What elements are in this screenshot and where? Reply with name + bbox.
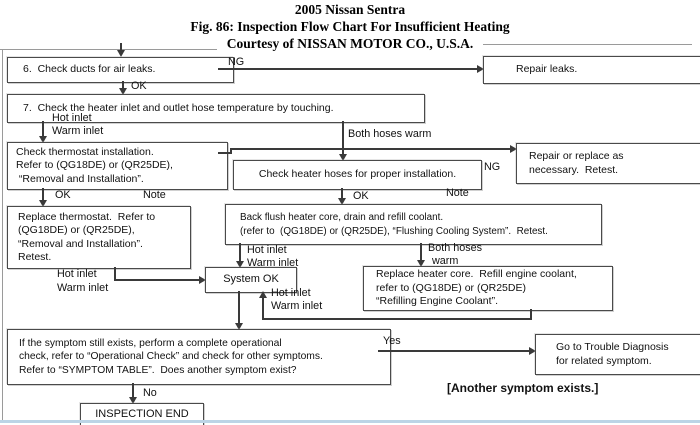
node-symptom-check: If the symptom still exists, perform a c… xyxy=(7,329,391,385)
scan-edge-line xyxy=(483,44,692,45)
arrow-down-icon xyxy=(39,136,47,143)
connector-replace-thermostat-drop xyxy=(114,267,116,280)
connector-system-ok-down xyxy=(238,291,240,325)
label-warm: warm xyxy=(432,255,459,267)
connector-ng-to-repair-replace xyxy=(230,148,512,150)
node-inspection-end: INSPECTION END xyxy=(80,403,204,425)
arrow-down-icon xyxy=(235,323,243,330)
connector-yes-to-goto xyxy=(378,350,531,352)
node-repair-replace: Repair or replace as necessary. Retest. xyxy=(516,143,700,184)
label-another-symptom: [Another symptom exists.] xyxy=(447,381,599,395)
node-system-ok: System OK xyxy=(205,267,297,293)
connector-ok-to-box7 xyxy=(122,81,124,90)
arrow-down-icon xyxy=(129,397,137,404)
arrow-right-icon xyxy=(199,276,206,284)
label-warm-inlet: Warm inlet xyxy=(247,257,299,269)
node-check-heater-hoses: Check heater hoses for proper installati… xyxy=(233,160,482,190)
arrow-down-icon xyxy=(339,154,347,161)
arrow-down-icon xyxy=(119,88,127,95)
label-warm-inlet: Warm inlet xyxy=(52,125,104,137)
connector-ok-to-replace-thermostat xyxy=(42,188,44,202)
arrow-right-icon xyxy=(477,65,484,73)
connector-backflush-to-replace-core xyxy=(420,243,422,262)
page-bottom-strip xyxy=(0,420,700,423)
connector-hot-inlet-to-thermostat xyxy=(42,121,44,138)
label-hot-inlet: Hot inlet xyxy=(57,268,97,280)
label-hot-inlet: Hot inlet xyxy=(271,287,311,299)
label-hot-inlet: Hot inlet xyxy=(247,244,287,256)
label-note: Note xyxy=(143,189,166,201)
label-no: No xyxy=(143,387,157,399)
connector-ng-to-repair-leaks xyxy=(218,68,478,70)
node-back-flush: Back flush heater core, drain and refill… xyxy=(225,204,602,245)
label-note: Note xyxy=(446,187,469,199)
label-yes: Yes xyxy=(383,335,401,347)
arrow-down-icon xyxy=(117,50,125,57)
arrow-right-icon xyxy=(510,145,517,153)
node-check-thermostat: Check thermostat installation. Refer to … xyxy=(7,142,228,190)
connector-return-horizontal xyxy=(262,318,532,320)
arrow-down-icon xyxy=(417,260,425,267)
arrow-right-icon xyxy=(529,347,536,355)
connector-to-system-ok-left xyxy=(114,279,201,281)
connector-thermostat-stub xyxy=(218,152,232,154)
figure-title-courtesy: Courtesy of NISSAN MOTOR CO., U.S.A. xyxy=(226,36,474,51)
connector-both-hoses-warm xyxy=(342,121,344,156)
arrow-down-icon xyxy=(39,200,47,207)
label-warm-inlet: Warm inlet xyxy=(57,282,109,294)
arrow-down-icon xyxy=(338,198,346,205)
node-check-hose-temp: 7. Check the heater inlet and outlet hos… xyxy=(7,94,425,123)
label-ok: OK xyxy=(353,190,369,202)
node-replace-thermostat: Replace thermostat. Refer to (QG18DE) or… xyxy=(7,206,191,269)
label-hot-inlet: Hot inlet xyxy=(52,112,92,124)
scan-edge-line xyxy=(0,49,217,50)
connector-backflush-to-system-ok xyxy=(239,243,241,263)
node-replace-heater-core: Replace heater core. Refill engine coola… xyxy=(363,266,613,311)
connector-no-to-end xyxy=(132,383,134,399)
label-both-hoses-warm: Both hoses warm xyxy=(348,128,432,140)
label-ng: NG xyxy=(228,56,245,68)
figure-title-vehicle: 2005 Nissan Sentra xyxy=(294,2,406,17)
node-check-ducts: 6. Check ducts for air leaks. xyxy=(7,57,234,83)
connector-step xyxy=(230,148,232,154)
connector-clipped-top xyxy=(120,43,122,51)
scan-edge-line xyxy=(2,49,3,420)
node-repair-leaks: Repair leaks. xyxy=(483,56,700,84)
connector-return-up xyxy=(262,296,264,320)
node-goto-trouble: Go to Trouble Diagnosis for related symp… xyxy=(535,334,700,375)
arrow-up-icon xyxy=(259,291,267,298)
label-warm-inlet: Warm inlet xyxy=(271,300,323,312)
arrow-down-icon xyxy=(236,261,244,268)
connector-return-drop xyxy=(530,309,532,320)
label-ok: OK xyxy=(55,189,71,201)
label-both-hoses: Both hoses xyxy=(428,242,483,254)
label-ng: NG xyxy=(484,161,501,173)
figure-title-caption: Fig. 86: Inspection Flow Chart For Insuf… xyxy=(190,19,510,34)
label-ok: OK xyxy=(131,80,147,92)
connector-ok-to-back-flush xyxy=(341,188,343,200)
